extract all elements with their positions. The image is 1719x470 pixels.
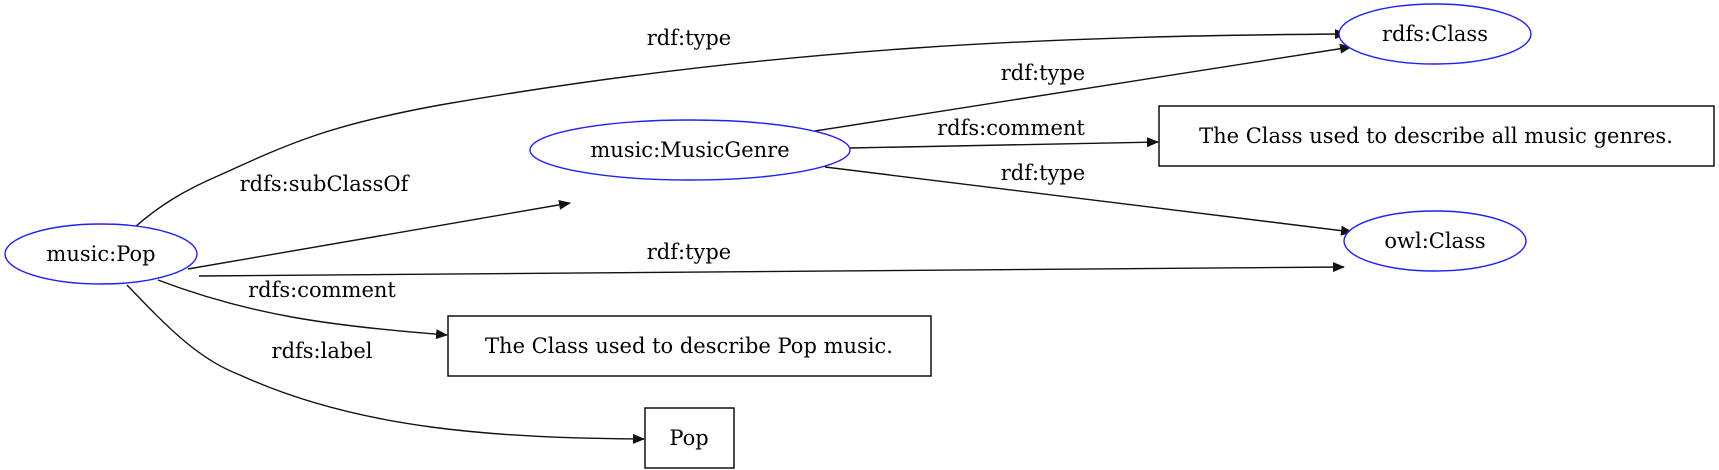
node-label: The Class used to describe all music gen…: [1199, 124, 1673, 148]
node-owl-class[interactable]: owl:Class: [1343, 210, 1527, 272]
node-shape: [1343, 210, 1527, 272]
node-shape: [4, 223, 198, 285]
edge-line: [134, 29, 1347, 228]
edge-pop-label: rdfs:label: [126, 284, 645, 444]
edge-line: [814, 43, 1352, 132]
node-shape: [529, 119, 851, 181]
node-music-musicgenre[interactable]: music:MusicGenre: [529, 119, 851, 181]
edge-label: rdfs:subClassOf: [240, 172, 411, 196]
edge-pop-comment: rdfs:comment: [157, 278, 448, 340]
node-literal-pop-comment[interactable]: The Class used to describe Pop music.: [447, 315, 932, 377]
edge-label: rdf:type: [647, 26, 732, 50]
edges: rdf:type rdfs:subClassOf rdf:type rdfs:c…: [126, 26, 1353, 444]
node-shape: [1338, 3, 1532, 65]
edge-label: rdfs:comment: [937, 116, 1085, 140]
edge-line: [824, 166, 1353, 236]
edge-pop-subclassof-genre: rdfs:subClassOf: [187, 172, 571, 270]
node-label: rdfs:Class: [1382, 22, 1488, 46]
node-label: owl:Class: [1384, 229, 1485, 253]
nodes: music:Pop music:MusicGenre rdfs:Class ow…: [4, 3, 1715, 469]
node-shape: [644, 407, 735, 469]
node-music-pop[interactable]: music:Pop: [4, 223, 198, 285]
node-literal-pop-label[interactable]: Pop: [644, 407, 735, 469]
edge-line: [187, 199, 571, 270]
node-literal-genre-comment[interactable]: The Class used to describe all music gen…: [1158, 105, 1715, 167]
node-shape: [447, 315, 932, 377]
edge-line: [849, 137, 1159, 149]
edge-line: [126, 284, 645, 444]
node-label: Pop: [669, 426, 708, 450]
edge-label: rdf:type: [1001, 61, 1086, 85]
edge-label: rdfs:comment: [248, 278, 396, 302]
node-label: The Class used to describe Pop music.: [485, 334, 893, 358]
node-label: music:Pop: [46, 242, 155, 266]
edge-line: [198, 262, 1345, 277]
edge-genre-type-owl-class: rdf:type: [824, 161, 1353, 236]
node-shape: [1158, 105, 1715, 167]
edge-pop-type-owl-class: rdf:type: [198, 240, 1345, 277]
edge-genre-comment: rdfs:comment: [849, 116, 1159, 149]
edge-genre-type-rdfs-class: rdf:type: [814, 43, 1352, 132]
node-rdfs-class[interactable]: rdfs:Class: [1338, 3, 1532, 65]
edge-line: [157, 279, 448, 340]
edge-label: rdfs:label: [272, 339, 373, 363]
edge-pop-type-rdfs-class: rdf:type: [134, 26, 1347, 228]
edge-label: rdf:type: [1001, 161, 1086, 185]
node-label: music:MusicGenre: [590, 138, 789, 162]
edge-label: rdf:type: [647, 240, 732, 264]
